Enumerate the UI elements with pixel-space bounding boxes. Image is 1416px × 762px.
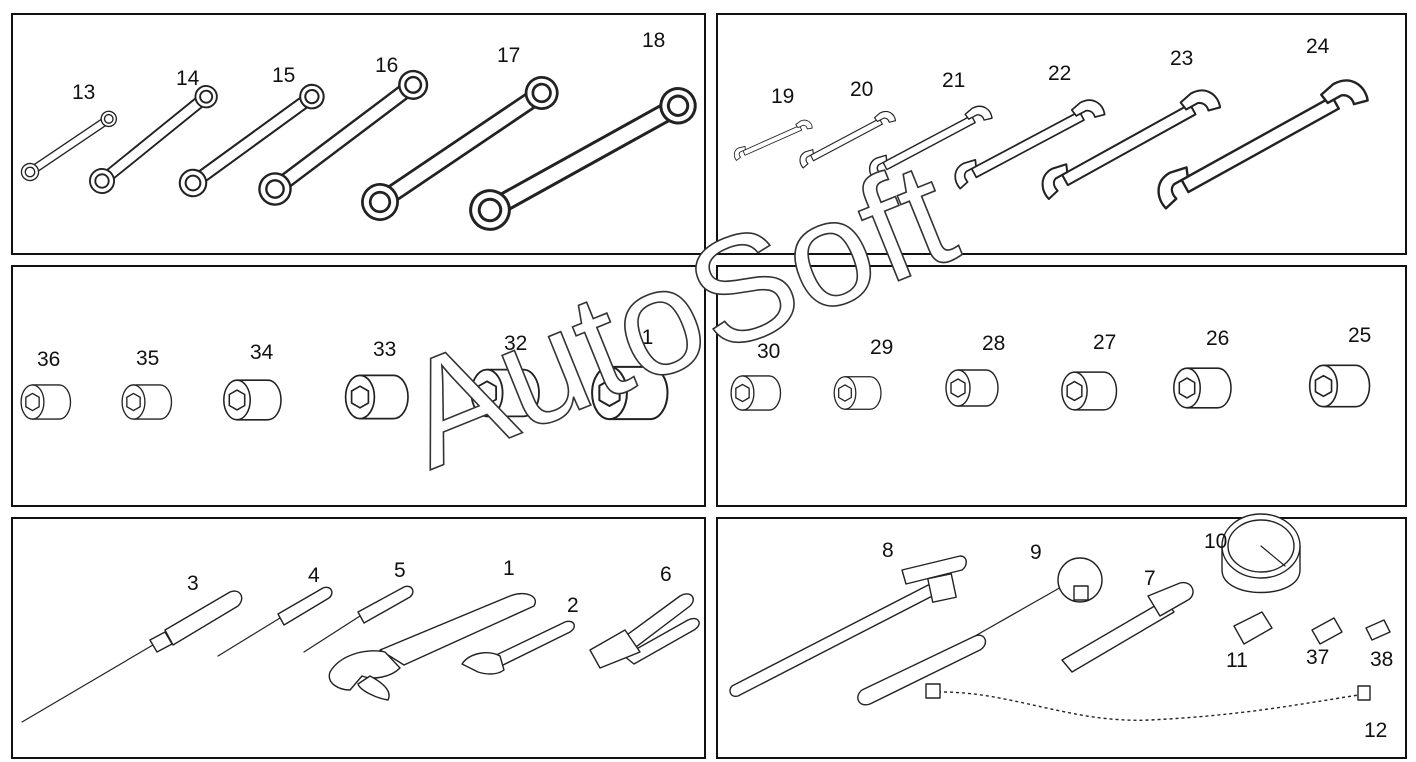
socket-head-icon: [1308, 364, 1371, 408]
callout-27: 27: [1093, 331, 1116, 354]
callout-10: 10: [1204, 530, 1227, 553]
socket-head-icon: [730, 375, 782, 411]
callout-19: 19: [771, 85, 794, 108]
callout-38: 38: [1370, 648, 1393, 671]
callout-11: 11: [1226, 649, 1248, 672]
flexible-hose-icon: [925, 683, 1371, 724]
panel-hand-tools: [11, 517, 706, 759]
callout-23: 23: [1170, 47, 1193, 70]
callout-28: 28: [982, 332, 1005, 355]
socket-head-icon: [833, 376, 882, 410]
callout-34: 34: [250, 341, 274, 364]
callout-15: 15: [272, 64, 295, 87]
callout-24: 24: [1306, 35, 1330, 58]
callout-14: 14: [176, 67, 200, 90]
ratchet-handle-icon: [857, 557, 1103, 706]
extension-bar-icon: [1061, 581, 1194, 673]
callout-37: 37: [1306, 646, 1329, 669]
adapter-fitting-icon: [1233, 611, 1391, 645]
callout-20: 20: [850, 78, 873, 101]
callout-31: 31: [630, 326, 653, 349]
screwdriver-icon: [217, 586, 333, 657]
callout-7: 7: [1144, 567, 1156, 590]
callout-1: 1: [503, 557, 515, 580]
callout-32: 32: [504, 332, 527, 355]
callout-3: 3: [187, 572, 199, 595]
callout-4: 4: [308, 564, 320, 587]
callout-26: 26: [1206, 327, 1229, 350]
callout-13: 13: [72, 81, 95, 104]
callout-5: 5: [394, 559, 406, 582]
callout-17: 17: [497, 44, 520, 67]
callout-9: 9: [1030, 541, 1042, 564]
socket-head-icon: [1061, 371, 1118, 411]
socket-head-icon: [223, 379, 282, 421]
socket-head-icon: [1173, 367, 1232, 409]
socket-head-icon: [945, 369, 999, 407]
screwdriver-icon: [21, 590, 243, 723]
t-handle-icon: [729, 555, 967, 698]
callout-29: 29: [870, 336, 893, 359]
callout-6: 6: [660, 563, 672, 586]
callout-36: 36: [37, 348, 60, 371]
callout-12: 12: [1364, 719, 1387, 742]
callout-21: 21: [942, 69, 965, 92]
callout-30: 30: [757, 340, 780, 363]
callout-25: 25: [1348, 324, 1371, 347]
pliers-icon: [589, 593, 700, 669]
socket-head-icon: [121, 384, 173, 420]
socket-head-icon: [20, 384, 72, 420]
callout-8: 8: [882, 539, 894, 562]
callout-18: 18: [642, 29, 665, 52]
panel-drive-tools: [716, 517, 1407, 759]
callout-35: 35: [136, 347, 159, 370]
panel-sockets-small: [716, 265, 1407, 507]
adjustable-wrench-icon: [461, 620, 575, 675]
adjustable-wrench-icon: [328, 592, 537, 701]
callout-33: 33: [373, 338, 396, 361]
screwdriver-icon: [303, 585, 414, 653]
callout-2: 2: [567, 594, 579, 617]
callout-22: 22: [1048, 62, 1071, 85]
pressure-gauge-icon: [1221, 513, 1301, 594]
callout-16: 16: [375, 54, 398, 77]
